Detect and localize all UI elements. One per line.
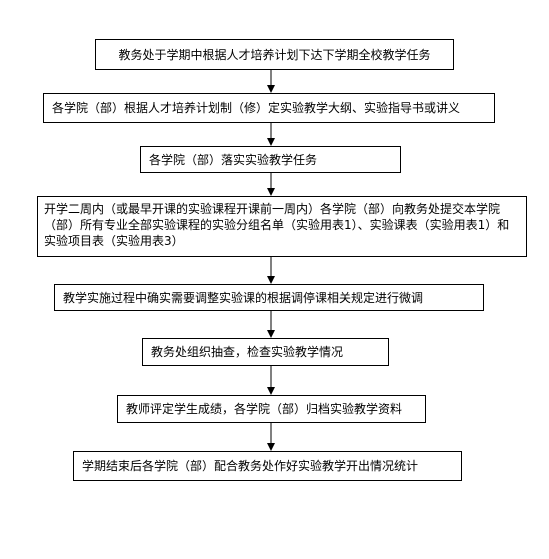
step-7-box: 教师评定学生成绩，各学院（部）归档实验教学资料 bbox=[117, 395, 426, 423]
step-1-box: 教务处于学期中根据人才培养计划下达下学期全校教学任务 bbox=[95, 39, 454, 70]
step-5-box: 教学实施过程中确实需要调整实验课的根据调停课相关规定进行微调 bbox=[54, 284, 484, 311]
step-6-box: 教务处组织抽查，检查实验教学情况 bbox=[142, 338, 389, 366]
step-2-box: 各学院（部）根据人才培养计划制（修）定实验教学大纲、实验指导书或讲义 bbox=[43, 93, 495, 123]
step-3-box: 各学院（部）落实实验教学任务 bbox=[140, 146, 401, 173]
step-8-box: 学期结束后各学院（部）配合教务处作好实验教学开出情况统计 bbox=[73, 451, 462, 481]
step-4-box: 开学二周内（或最早开课的实验课程开课前一周内）各学院（部）向教务处提交本学院（部… bbox=[37, 196, 527, 257]
